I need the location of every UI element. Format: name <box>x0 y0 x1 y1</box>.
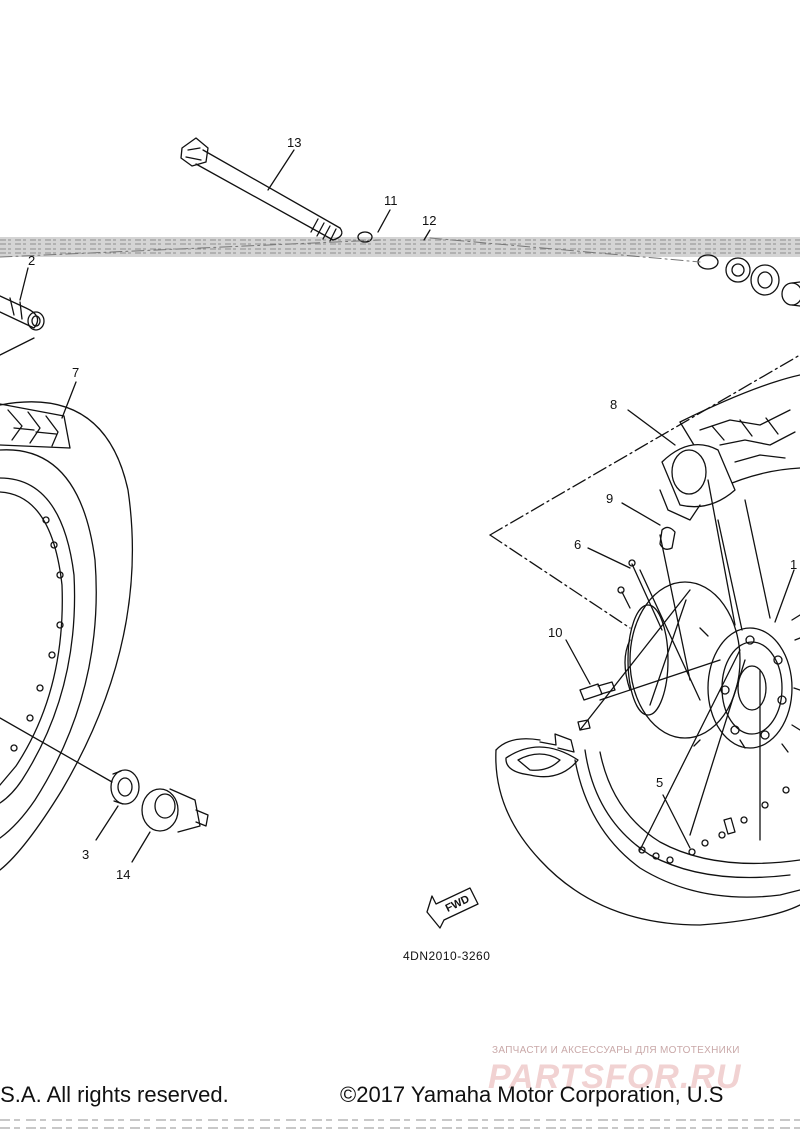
leader-8 <box>627 409 676 446</box>
leader-11 <box>377 209 391 233</box>
callout-13: 13 <box>287 135 302 150</box>
leader-13 <box>267 149 295 191</box>
leader-12 <box>423 229 431 241</box>
callout-5: 5 <box>656 775 664 790</box>
leader-10 <box>565 639 591 685</box>
leader-2 <box>19 267 29 301</box>
leader-14 <box>131 831 151 863</box>
assembly-line-upper <box>489 354 800 536</box>
left-collar <box>0 295 45 331</box>
callout-7: 7 <box>72 365 80 380</box>
leader-left-bearing <box>0 717 113 783</box>
leader-left-collar <box>0 337 35 356</box>
scan-band <box>0 237 800 257</box>
watermark-logo: PARTSFOR.RU <box>488 1058 742 1096</box>
callout-8: 8 <box>610 397 618 412</box>
callout-1: 1 <box>790 557 798 572</box>
callout-6: 6 <box>574 537 582 552</box>
right-hub <box>624 581 800 753</box>
leader-3 <box>95 805 119 841</box>
callout-11: 11 <box>384 193 398 208</box>
left-wheel <box>0 401 133 871</box>
valve-part <box>577 681 616 731</box>
leader-1 <box>774 569 795 623</box>
callout-12: 12 <box>422 213 437 228</box>
left-bearing <box>110 769 140 805</box>
callout-10: 10 <box>548 625 563 640</box>
copyright-left: .S.A. All rights reserved. <box>0 1082 229 1107</box>
callout-3: 3 <box>82 847 90 862</box>
callout-9: 9 <box>606 491 614 506</box>
right-bearings <box>697 254 800 307</box>
leader-7 <box>61 381 77 419</box>
gear-unit <box>141 788 209 833</box>
fwd-arrow <box>426 887 479 929</box>
scan-band-noise <box>0 239 800 254</box>
copyright-right: ©2017 Yamaha Motor Corporation, U.S <box>340 1082 724 1107</box>
callout-14: 14 <box>116 867 131 882</box>
spoke-part <box>617 559 663 631</box>
right-wheel <box>495 374 800 926</box>
callout-2: 2 <box>28 253 36 268</box>
watermark-subtitle: ЗАПЧАСТИ И АКСЕССУАРЫ ДЛЯ МОТОТЕХНИКИ <box>492 1045 740 1056</box>
nipple-part <box>659 526 676 550</box>
footer-scan-noise <box>0 1119 800 1129</box>
axle-bolt <box>180 137 343 242</box>
washer <box>357 231 373 243</box>
leader-5 <box>662 794 691 849</box>
leader-9 <box>621 502 661 526</box>
assembly-line-bolt <box>0 237 701 263</box>
diagram-code: 4DN2010-3260 <box>403 949 491 963</box>
leader-6 <box>587 547 631 569</box>
assembly-line-lower <box>489 534 631 629</box>
